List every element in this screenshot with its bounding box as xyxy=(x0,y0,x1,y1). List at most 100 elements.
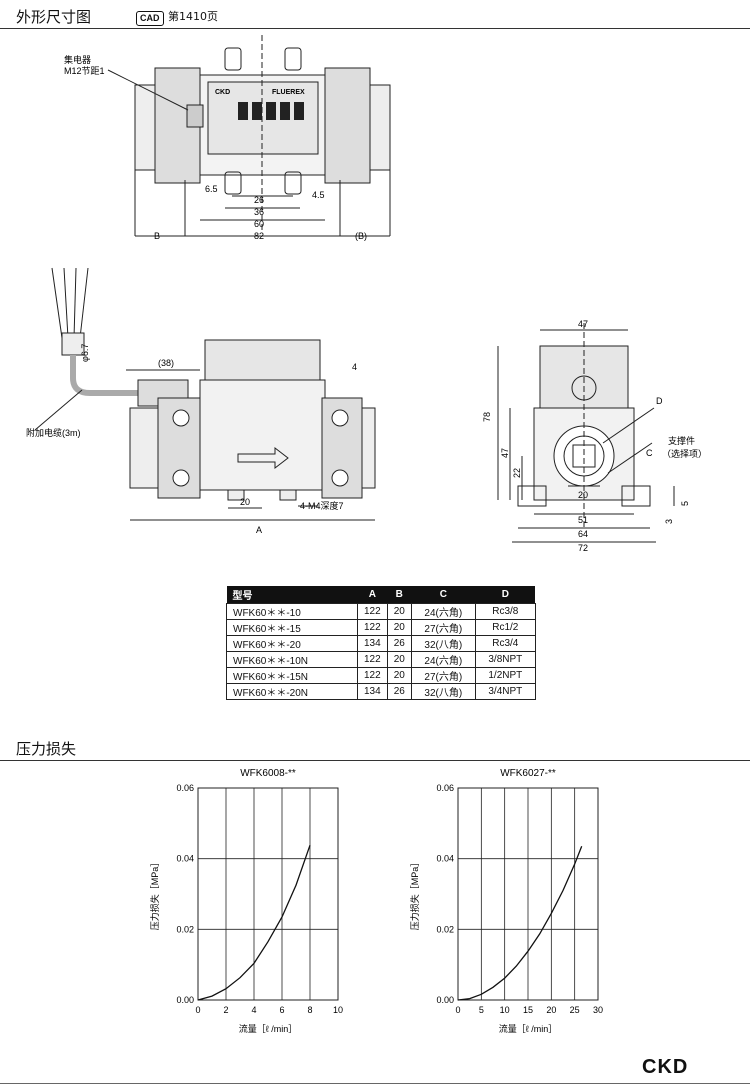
y-axis-label: 压力损失［MPa］ xyxy=(149,858,160,931)
dim-side-5: 5 xyxy=(680,501,690,506)
y-tick-label: 0.06 xyxy=(176,783,194,793)
cell-model: WFK60＊＊-20N xyxy=(226,683,358,700)
tap-label: 4-M4深度7 xyxy=(300,500,344,511)
cell-d: 3/8NPT xyxy=(474,651,536,668)
cell-b: 20 xyxy=(386,651,412,668)
x-tick-label: 4 xyxy=(251,1005,256,1015)
bracket-option-label: （选择项） xyxy=(662,448,707,459)
cad-page-link[interactable]: 第1410页 xyxy=(168,10,218,23)
series-line xyxy=(457,846,583,1001)
table-row: WFK60＊＊-10 122 20 24(六角) Rc3/8 xyxy=(226,603,536,620)
table-row: WFK60＊＊-10N 122 20 24(六角) 3/8NPT xyxy=(226,651,536,668)
top-view-drawing: CKD FLUEREX 集电器 M12节距1 6.5 26 36 60 82 4… xyxy=(64,35,391,241)
x-axis-label: 流量［ℓ /min］ xyxy=(239,1023,297,1034)
dim-side-c: C xyxy=(646,448,653,458)
x-tick-label: 30 xyxy=(593,1005,603,1015)
y-tick-label: 0.02 xyxy=(176,924,194,934)
section-title-pressure-loss: 压力损失 xyxy=(16,740,77,758)
cell-a: 134 xyxy=(357,683,388,700)
cell-d: Rc3/4 xyxy=(474,635,536,652)
cell-model: WFK60＊＊-10 xyxy=(226,603,358,620)
cell-d: 1/2NPT xyxy=(474,667,536,684)
cell-c: 27(六角) xyxy=(410,619,476,636)
dim-side-20: 20 xyxy=(578,490,588,500)
label-d: D xyxy=(656,396,663,406)
dim-4-5: 4.5 xyxy=(312,190,325,200)
footer-divider xyxy=(0,1083,750,1084)
cable-label: 附加电缆(3m) xyxy=(26,427,81,438)
cell-b: 20 xyxy=(386,667,412,684)
table-row: WFK60＊＊-20N 134 26 32(八角) 3/4NPT xyxy=(226,683,536,700)
x-tick-label: 10 xyxy=(333,1005,343,1015)
cell-b: 26 xyxy=(386,683,412,700)
chart-title: WFK6008-** xyxy=(240,768,296,779)
cell-c: 24(六角) xyxy=(410,651,476,668)
dim-side-47: 47 xyxy=(500,448,510,458)
cell-a: 122 xyxy=(357,603,388,620)
cell-b: 20 xyxy=(386,619,412,636)
col-b: B xyxy=(387,586,412,604)
x-tick-label: 5 xyxy=(479,1005,484,1015)
cell-a: 122 xyxy=(357,667,388,684)
col-a: A xyxy=(357,586,388,604)
cell-d: Rc3/8 xyxy=(474,603,536,620)
dim-side-3: 3 xyxy=(664,519,674,524)
x-tick-label: 15 xyxy=(523,1005,533,1015)
cell-d: 3/4NPT xyxy=(474,683,536,700)
cell-a: 134 xyxy=(357,635,388,652)
table-row: WFK60＊＊-20 134 26 32(八角) Rc3/4 xyxy=(226,635,536,652)
col-model: 型号 xyxy=(226,586,358,604)
cell-a: 122 xyxy=(357,651,388,668)
spec-table-header-row: 型号 A B C D xyxy=(226,586,536,604)
y-tick-label: 0.00 xyxy=(436,995,454,1005)
ckd-logo: CKD xyxy=(642,1056,689,1078)
series-line xyxy=(197,844,311,1001)
dim-b-right: (B) xyxy=(355,231,367,241)
cell-c: 32(八角) xyxy=(410,683,476,700)
x-tick-label: 10 xyxy=(500,1005,510,1015)
y-axis-label: 压力损失［MPa］ xyxy=(409,858,420,931)
cell-b: 26 xyxy=(386,635,412,652)
x-tick-label: 8 xyxy=(307,1005,312,1015)
y-tick-label: 0.04 xyxy=(176,854,194,864)
bracket-label: 支撑件 xyxy=(668,435,695,446)
y-tick-label: 0.00 xyxy=(176,995,194,1005)
dim-side-51: 51 xyxy=(578,515,588,525)
cad-icon[interactable]: CAD xyxy=(136,6,164,26)
table-row: WFK60＊＊-15N 122 20 27(六角) 1/2NPT xyxy=(226,667,536,684)
dim-side-78: 78 xyxy=(482,412,492,422)
dim-20: 20 xyxy=(240,497,250,507)
header-divider xyxy=(0,28,750,29)
dim-phi-6-7: φ6.7 xyxy=(80,344,90,362)
table-row: WFK60＊＊-15 122 20 27(六角) Rc1/2 xyxy=(226,619,536,636)
cell-c: 24(六角) xyxy=(410,603,476,620)
display-brand: CKD xyxy=(215,89,230,96)
dim-side-22: 22 xyxy=(512,468,522,478)
cell-c: 27(六角) xyxy=(410,667,476,684)
dim-a: A xyxy=(256,525,262,535)
connector-label: 集电器 xyxy=(64,54,91,65)
y-tick-label: 0.04 xyxy=(436,854,454,864)
dim-side-64: 64 xyxy=(578,529,588,539)
plot-frame xyxy=(197,787,339,1001)
cell-model: WFK60＊＊-10N xyxy=(226,651,358,668)
x-tick-label: 0 xyxy=(455,1005,460,1015)
display-product: FLUEREX xyxy=(272,89,305,96)
spec-table-wrapper: 型号 A B C D WFK60＊＊-10 122 20 24(六角) Rc3/… xyxy=(226,586,536,700)
cell-model: WFK60＊＊-20 xyxy=(226,635,358,652)
spec-table: 型号 A B C D WFK60＊＊-10 122 20 24(六角) Rc3/… xyxy=(226,586,536,700)
section-title-dimensions: 外形尺寸图 xyxy=(16,8,92,26)
dim-side-72: 72 xyxy=(578,543,588,553)
x-tick-label: 20 xyxy=(546,1005,556,1015)
cell-a: 122 xyxy=(357,619,388,636)
side-view-drawing: 47 78 47 22 C 20 51 64 72 5 3 D 支撑件 （选择项… xyxy=(482,319,707,553)
dim-82: 82 xyxy=(254,231,264,241)
dim-36: 36 xyxy=(254,207,264,217)
x-tick-label: 25 xyxy=(570,1005,580,1015)
cell-c: 32(八角) xyxy=(410,635,476,652)
dim-4: 4 xyxy=(352,362,357,372)
connector-thread-label: M12节距1 xyxy=(64,66,105,76)
cad-badge: CAD xyxy=(136,11,164,26)
